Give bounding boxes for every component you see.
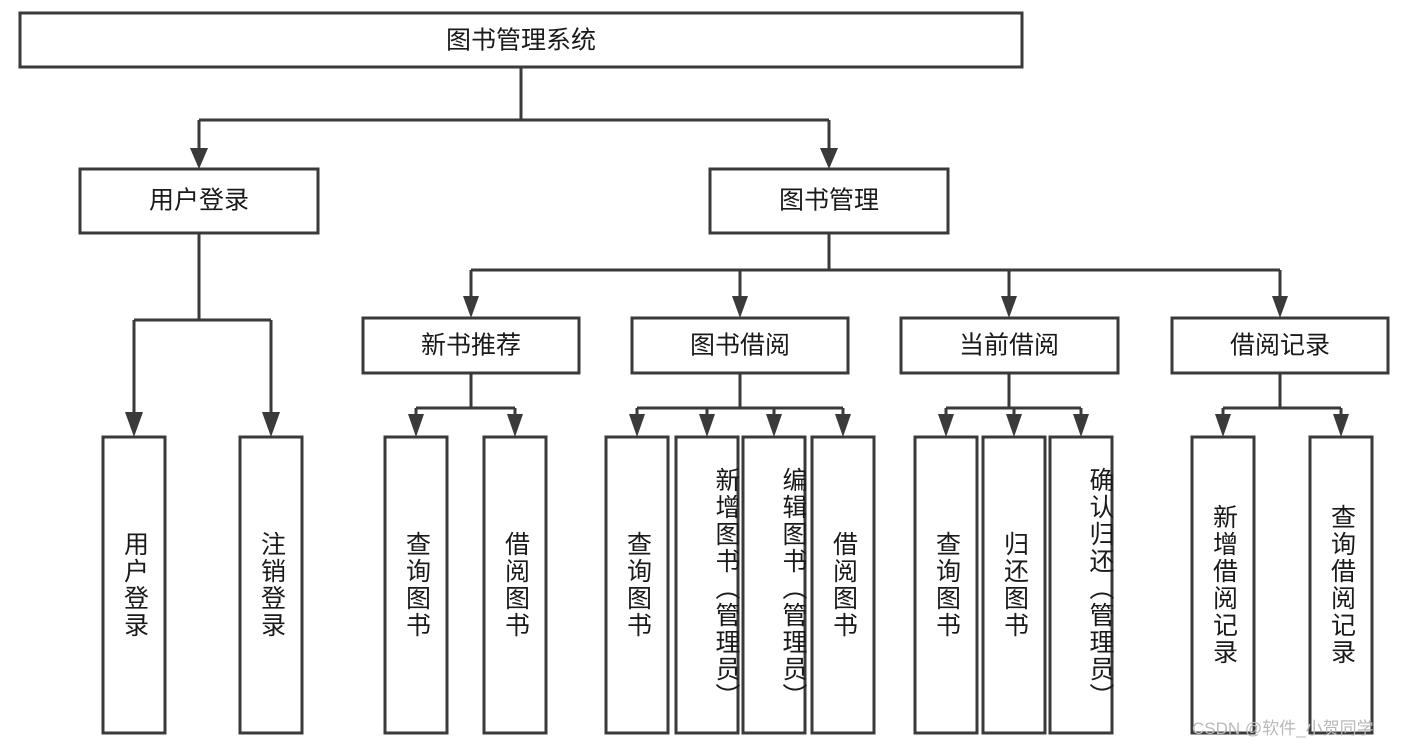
node-leaf-logout-login[interactable] [238, 435, 304, 735]
arrowhead-leaf-query-book-current [938, 414, 954, 437]
node-root[interactable] [18, 11, 1024, 69]
node-leaf-query-borrow-record[interactable] [1308, 435, 1374, 735]
node-user-login-label: 用户登录 [149, 187, 249, 215]
arrowhead-leaf-return-book [1006, 414, 1022, 437]
arrowhead-leaf-query-book-recommend [408, 414, 424, 437]
node-leaf-add-borrow-record[interactable] [1190, 435, 1256, 735]
node-current-borrow-label: 当前借阅 [959, 332, 1059, 360]
node-current-borrow[interactable] [899, 316, 1120, 375]
node-leaf-query-book-current[interactable] [913, 435, 979, 735]
node-layer: 图书管理系统 用户登录 图书管理 新书推荐 图书借阅 当前借阅 借阅记录 [18, 11, 1390, 735]
node-book-borrow[interactable] [630, 316, 850, 375]
arrowhead-leaf-confirm-return-admin [1073, 414, 1089, 437]
node-root-label: 图书管理系统 [446, 27, 596, 55]
node-book-management[interactable] [708, 167, 950, 235]
arrowhead-leaf-query-book-borrow [629, 414, 645, 437]
node-leaf-edit-book-admin[interactable] [741, 435, 807, 735]
node-leaf-query-book-recommend[interactable] [383, 435, 449, 735]
node-new-book-recommend[interactable] [361, 316, 581, 375]
arrowhead-current-borrow [1001, 296, 1017, 318]
arrowhead-leaf-add-borrow-record [1215, 414, 1231, 437]
arrowhead-leaf-edit-book-admin [766, 414, 782, 437]
csdn-watermark: CSDN @软件_小贺同学 [1192, 719, 1374, 738]
arrowhead-leaf-user-login [125, 412, 143, 437]
arrowhead-leaf-borrow-book-recommend [507, 414, 523, 437]
arrowhead-book-management [820, 148, 838, 169]
arrowhead-new-book-recommend [463, 296, 479, 318]
arrowhead-leaf-logout-login [262, 412, 280, 437]
arrowhead-user-login [190, 148, 208, 169]
node-borrow-record[interactable] [1170, 316, 1390, 375]
node-leaf-borrow-book[interactable] [810, 435, 876, 735]
node-leaf-user-login[interactable] [101, 435, 167, 735]
node-leaf-confirm-return-admin[interactable] [1048, 435, 1114, 735]
connector-layer [125, 67, 1349, 437]
arrowhead-book-borrow [732, 296, 748, 318]
node-book-management-label: 图书管理 [779, 187, 879, 215]
node-book-borrow-label: 图书借阅 [690, 332, 790, 360]
node-leaf-add-book-admin[interactable] [674, 435, 740, 735]
node-leaf-borrow-book-recommend[interactable] [482, 435, 548, 735]
node-leaf-return-book[interactable] [981, 435, 1047, 735]
node-borrow-record-label: 借阅记录 [1230, 332, 1330, 360]
arrowhead-leaf-add-book-admin [699, 414, 715, 437]
node-user-login[interactable] [78, 167, 320, 235]
arrowhead-borrow-record [1272, 296, 1288, 318]
arrowhead-leaf-query-borrow-record [1333, 414, 1349, 437]
arrowhead-leaf-borrow-book [835, 414, 851, 437]
node-new-book-recommend-label: 新书推荐 [421, 332, 521, 360]
node-leaf-query-book-borrow[interactable] [604, 435, 670, 735]
